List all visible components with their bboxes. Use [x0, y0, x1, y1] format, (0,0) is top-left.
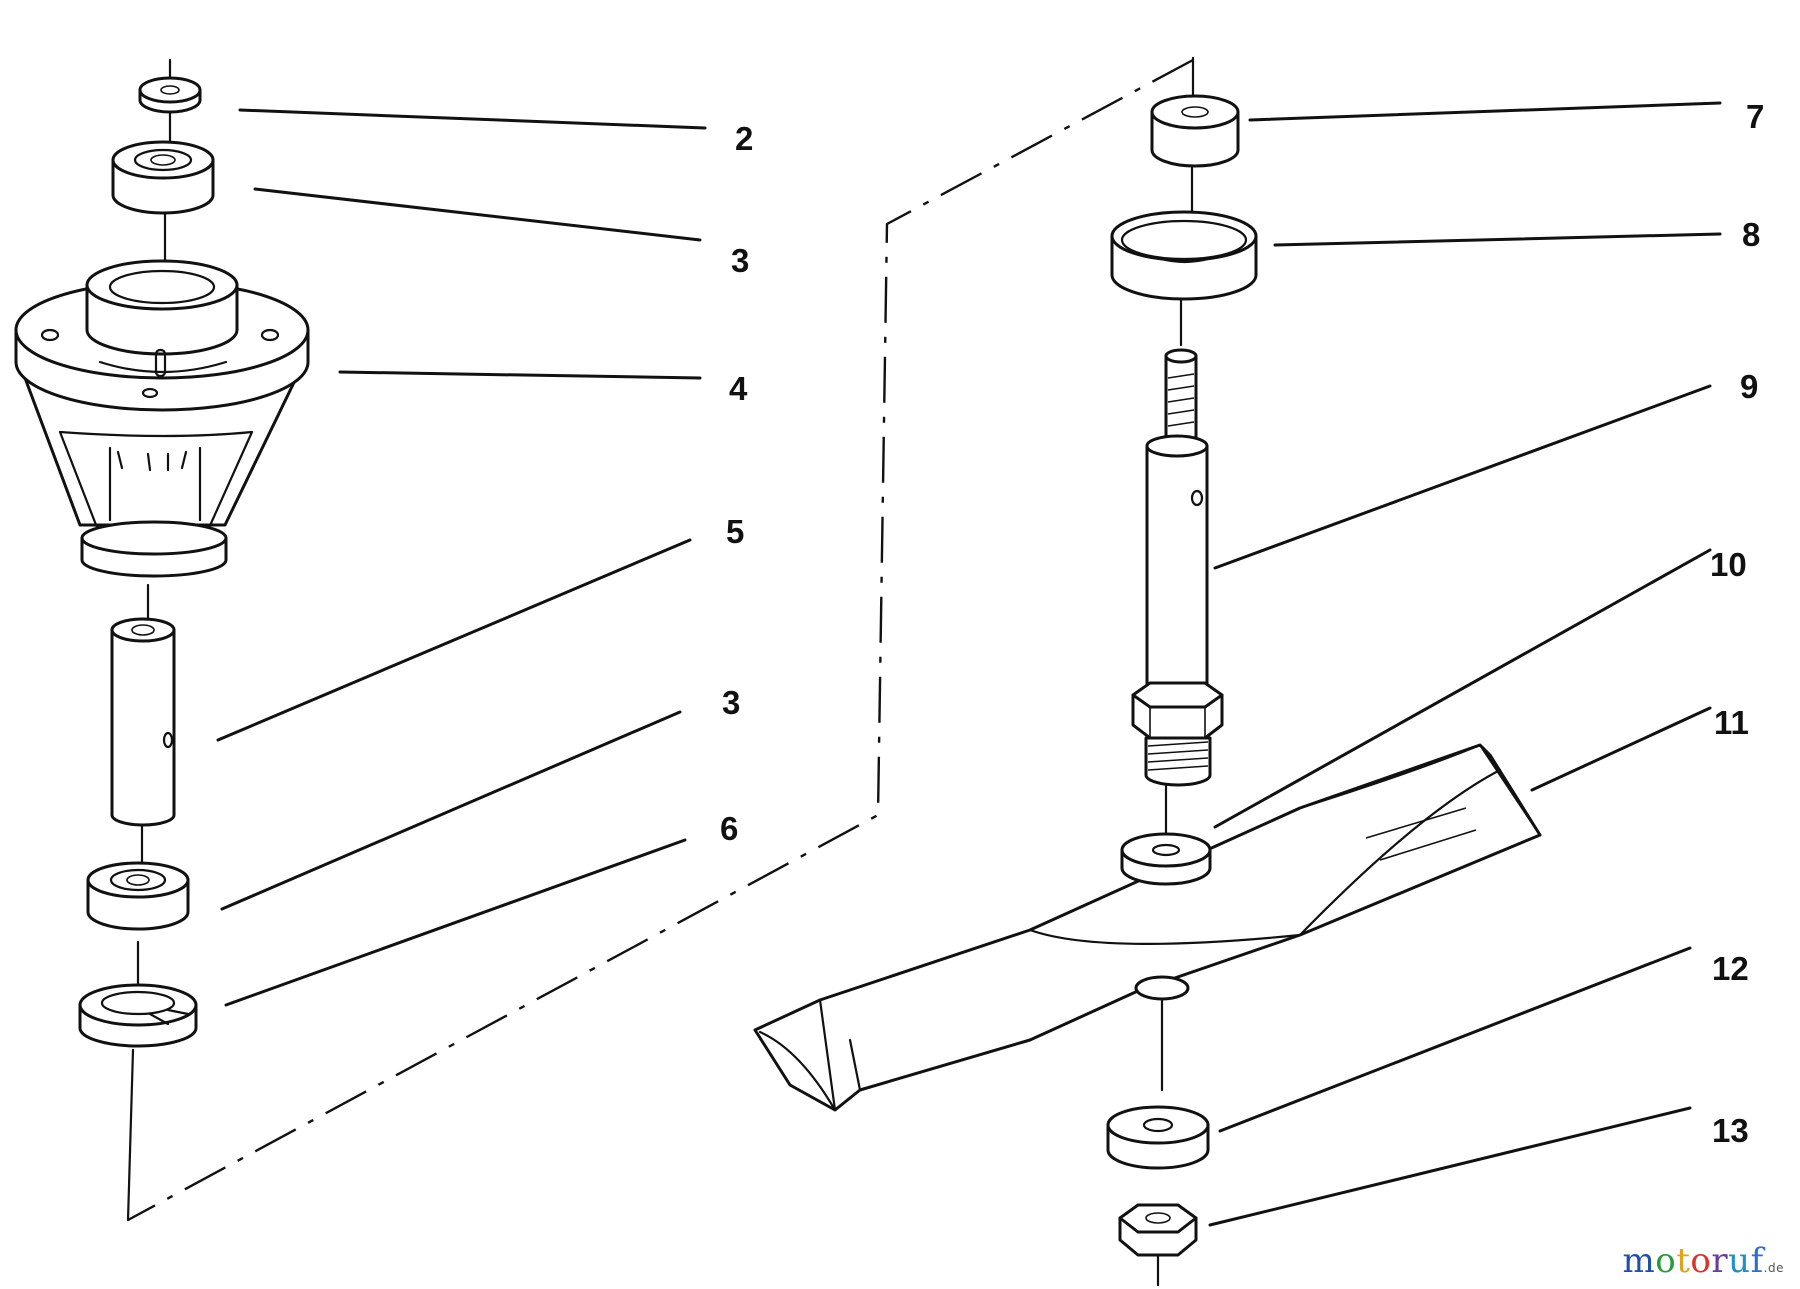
- part-10-washer: [1120, 832, 1212, 886]
- callout-5: 5: [726, 513, 744, 550]
- callout-10: 10: [1710, 546, 1747, 583]
- part-4-spindle-housing: [14, 259, 310, 578]
- watermark-letter: r: [1711, 1241, 1729, 1281]
- callout-12: 12: [1712, 950, 1749, 987]
- part-3-bearing-upper: [111, 140, 215, 215]
- part-6-retaining-ring: [78, 983, 198, 1048]
- callout-7: 7: [1746, 98, 1764, 135]
- part-11-blade: [753, 743, 1542, 1112]
- bracket-line: [126, 1048, 135, 1222]
- callout-11: 11: [1714, 704, 1749, 741]
- watermark-letters: motoruf: [1623, 1241, 1764, 1281]
- part-8-cup: [1110, 210, 1258, 301]
- motoruf-watermark: motoruf.de: [1623, 1241, 1784, 1281]
- watermark-letter: t: [1676, 1241, 1691, 1281]
- callout-13: 13: [1712, 1112, 1749, 1149]
- part-2-washer: [138, 76, 202, 114]
- watermark-letter: m: [1622, 1241, 1656, 1281]
- callout-9: 9: [1740, 368, 1758, 405]
- watermark-letter: o: [1655, 1241, 1677, 1281]
- callout-3-upper: 3: [731, 242, 749, 279]
- part-9-spindle-shaft: [1131, 348, 1224, 787]
- leader-lines: [216, 101, 1722, 1227]
- assembly-connector-line: [127, 58, 1194, 1222]
- watermark-letter: u: [1728, 1241, 1751, 1281]
- part-12-washer: [1106, 1105, 1210, 1170]
- part-7-washer: [1150, 94, 1240, 168]
- watermark-suffix: .de: [1763, 1261, 1784, 1275]
- callout-3-lower: 3: [722, 684, 740, 721]
- part-13-hex-nut: [1118, 1203, 1198, 1257]
- callout-6: 6: [720, 810, 738, 847]
- callout-4: 4: [729, 370, 748, 407]
- part-3-bearing-lower: [86, 861, 190, 931]
- watermark-letter: o: [1690, 1241, 1712, 1281]
- callout-8: 8: [1742, 216, 1760, 253]
- watermark-letter: f: [1750, 1241, 1764, 1281]
- part-5-spacer: [110, 617, 176, 827]
- callout-2: 2: [735, 120, 753, 157]
